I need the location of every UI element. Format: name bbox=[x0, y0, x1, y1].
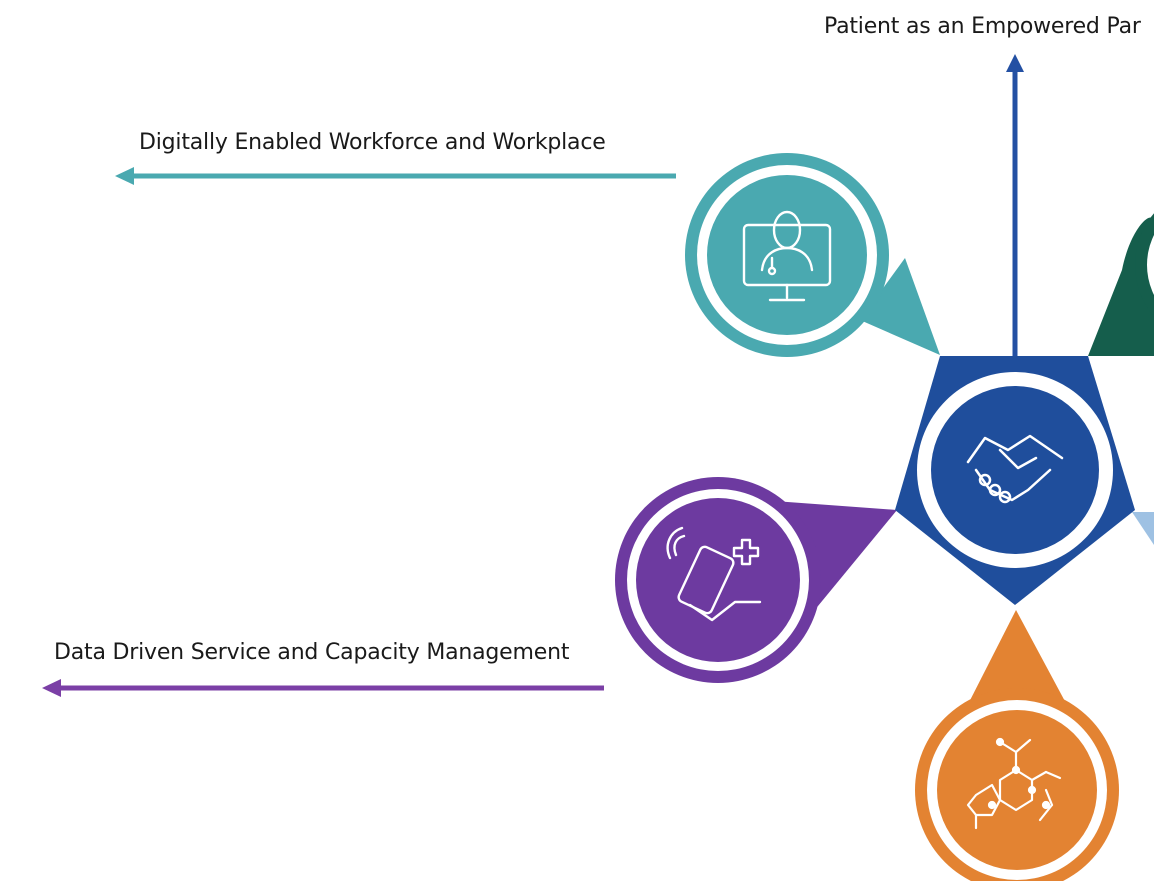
label-digital-workforce: Digitally Enabled Workforce and Workplac… bbox=[139, 130, 606, 155]
arrow-left-purple bbox=[42, 679, 604, 697]
arrow-up-blue bbox=[1006, 54, 1024, 356]
label-patient-empowered: Patient as an Empowered Par bbox=[824, 14, 1141, 39]
petal-teal bbox=[685, 153, 940, 357]
arrow-left-teal bbox=[115, 167, 676, 185]
handshake-icon bbox=[966, 434, 1064, 504]
petal-orange bbox=[915, 610, 1119, 881]
center-pentagon bbox=[895, 356, 1135, 605]
doctor-monitor-icon bbox=[742, 210, 832, 302]
molecule-network-icon bbox=[966, 737, 1062, 830]
petal-green bbox=[1088, 213, 1154, 356]
petal-light-blue bbox=[1132, 512, 1154, 545]
phone-in-hand-icon bbox=[666, 526, 762, 622]
petal-purple bbox=[615, 477, 897, 683]
label-data-driven: Data Driven Service and Capacity Managem… bbox=[54, 640, 570, 665]
